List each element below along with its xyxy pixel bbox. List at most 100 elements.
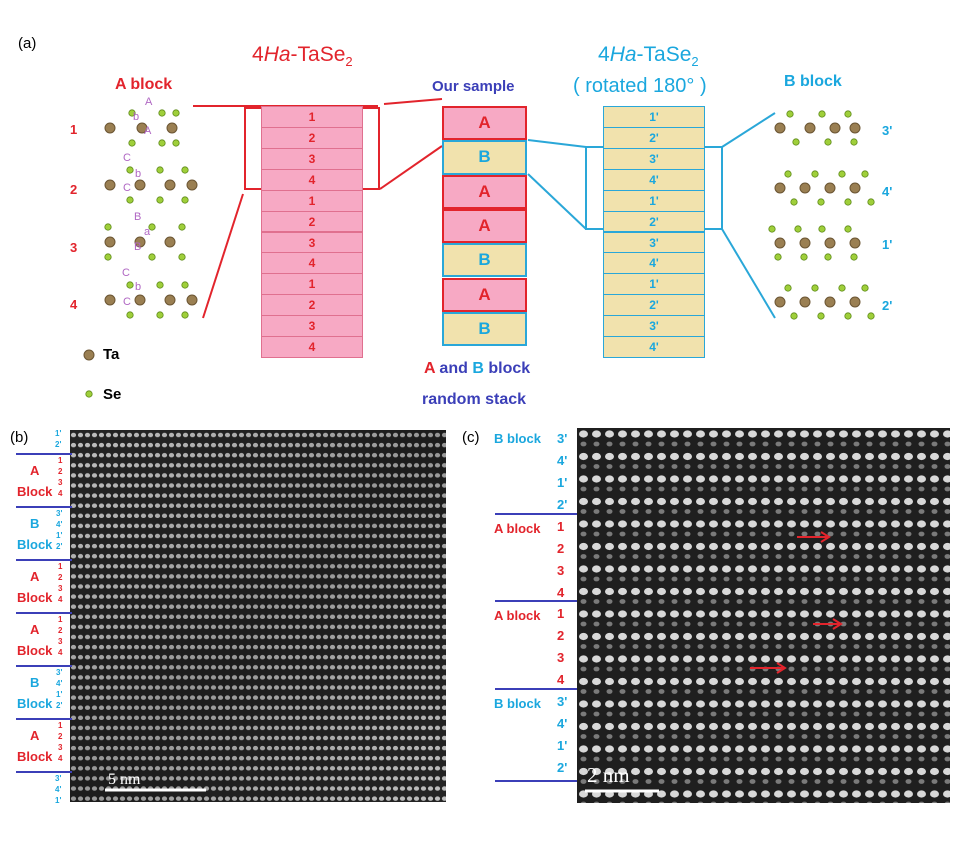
ta-atom-icon [804,122,816,134]
se-atom-icon [158,109,166,117]
block-divider [495,780,577,782]
right-stack-title: 4Ha-TaSe2 [598,43,699,70]
ta-atom-icon [849,182,861,194]
legend-se: Se [103,386,122,403]
ta-atom-icon [774,237,786,249]
ta-atom-icon [164,294,176,306]
se-atom-icon [178,253,186,261]
layer-number: 1 [58,562,63,571]
block-name: A [30,569,40,584]
sample-b-block: B [442,243,527,278]
se-atom-icon [784,284,792,292]
block-divider [495,600,577,602]
site-letter: B [134,211,141,223]
se-atom-icon [148,253,156,261]
site-letter: b [135,168,141,180]
our-sample-title: Our sample [432,78,515,95]
layer-number: 2' [557,497,568,512]
block-divider [16,453,72,455]
stack-layer: 1' [603,273,705,296]
layer-number: 1' [557,738,568,753]
layer-number: 4 [58,648,63,657]
se-atom-icon [817,312,825,320]
se-atom-icon [818,110,826,118]
se-atom-icon [861,284,869,292]
layer-number: 4 [58,595,63,604]
layer-number: 1' [55,796,62,805]
b-block-title: B block [784,73,842,90]
se-atom-icon [172,109,180,117]
stack-layer: 2' [603,294,705,317]
layer-number: 3 [58,637,63,646]
ta-atom-icon [824,182,836,194]
ta-atom-icon [799,237,811,249]
block-name: A [30,463,40,478]
layer-number: 3' [557,694,568,709]
layer-number: 3 [58,584,63,593]
layer-number: 3' [56,509,63,518]
a-block-title: A block [115,76,173,93]
se-atom-icon [126,166,134,174]
block-divider [16,718,72,720]
sample-a-block: A [442,106,527,141]
se-atom-icon [178,223,186,231]
a-layer-label: 2 [70,182,78,197]
site-letter: A [144,125,152,137]
ta-atom-icon [849,237,861,249]
scale-bar-label: 5 nm [108,771,141,788]
ta-atom-icon [799,296,811,308]
layer-number: 3' [55,774,62,783]
layer-number: 1 [58,721,63,730]
se-atom-icon [838,284,846,292]
connector-line [379,145,443,190]
block-name: A block [494,521,541,536]
site-letter: C [122,267,130,279]
stack-layer: 2' [603,126,705,149]
se-atom-icon [126,196,134,204]
layer-number: 1' [56,531,63,540]
ta-atom-icon [104,179,116,191]
se-atom-icon [768,225,776,233]
se-atom-icon [104,253,112,261]
ta-atom-icon [134,179,146,191]
block-name: A block [494,608,541,623]
layer-number: 4 [58,489,63,498]
ta-atom-icon [104,236,116,248]
left-stack-title: 4Ha-TaSe2 [252,43,353,70]
se-atom-icon [790,198,798,206]
sample-b-block: B [442,311,527,347]
a-block-structure: A b A C b C B a B C b C [104,96,198,319]
red-arrows [750,531,843,674]
connector-line [383,98,443,105]
layer-number: 3' [56,668,63,677]
tem-image-b: 5 nm [70,430,446,802]
ta-atom-icon [164,236,176,248]
block-word: Block [17,749,53,764]
sample-a-block: A [442,208,527,244]
site-letter: C [123,182,131,194]
ta-atom-icon [104,294,116,306]
se-atom-icon [790,312,798,320]
se-atom-icon [172,139,180,147]
layer-number: 2 [58,732,63,741]
connector-line [527,173,587,230]
layer-number: 1' [557,475,568,490]
stack-layer: 3 [261,147,363,170]
se-atom-icon [156,196,164,204]
connector-line [527,139,587,148]
stack-layer: 3' [603,315,705,338]
se-atom-icon [786,110,794,118]
sample-a-block: A [442,174,527,209]
ta-atom-icon [134,294,146,306]
layer-number: 2' [56,701,63,710]
layer-number: 1' [56,690,63,699]
stack-layer: 1 [261,106,363,128]
sample-a-block: A [442,277,527,312]
se-atom-icon [156,281,164,289]
site-letter: b [135,281,141,293]
connector-line [202,193,244,319]
layer-number: 4' [55,785,62,794]
legend-ta: Ta [103,346,120,363]
